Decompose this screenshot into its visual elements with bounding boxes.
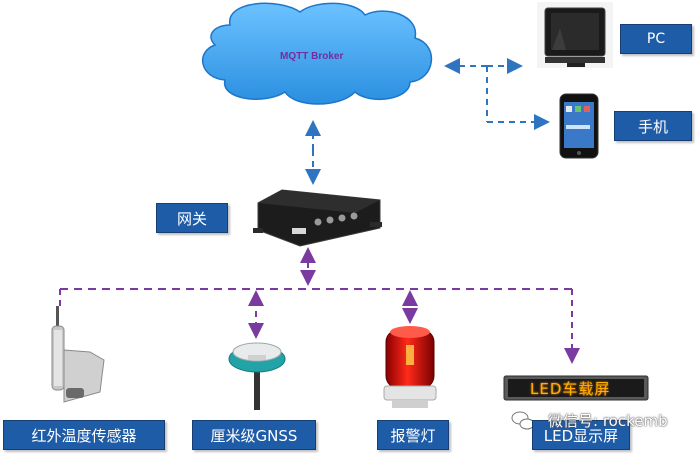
mqtt-broker-cloud — [201, 2, 432, 105]
phone-label: 手机 — [614, 111, 692, 141]
mqtt-broker-label: MQTT Broker — [280, 51, 344, 62]
led-screen-text: LED车载屏 — [530, 380, 611, 398]
pc-label: PC — [620, 24, 692, 54]
alarm-light-image — [383, 326, 437, 408]
pc-image — [537, 2, 613, 68]
phone-image — [559, 93, 599, 159]
gateway-device-image — [253, 189, 382, 247]
wechat-watermark: 微信号: rockemb — [548, 410, 668, 431]
ir-sensor-image — [51, 306, 105, 403]
alarm-light-label: 报警灯 — [377, 420, 449, 450]
watermark-text: 微信号: rockemb — [548, 412, 668, 430]
gnss-receiver-image — [228, 342, 286, 410]
broker-client-links — [444, 58, 550, 130]
device-bus-links — [59, 247, 580, 364]
gnss-label: 厘米级GNSS — [192, 420, 316, 450]
wechat-icon — [511, 411, 535, 430]
gateway-label: 网关 — [156, 203, 228, 233]
led-screen-image — [503, 375, 649, 401]
led-display-label: LED显示屏 — [532, 420, 630, 450]
ir-sensor-label: 红外温度传感器 — [3, 420, 165, 450]
